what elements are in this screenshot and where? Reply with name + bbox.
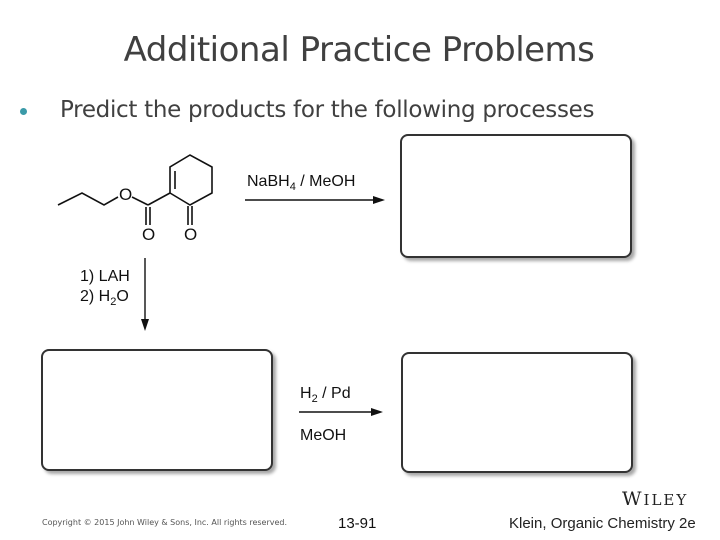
wiley-logo: WILEY [622, 488, 688, 510]
page-number: 13-91 [338, 515, 377, 532]
reaction-arrow-1 [245, 196, 385, 204]
copyright-notice: Copyright © 2015 John Wiley & Sons, Inc.… [42, 518, 288, 527]
ester-oxygen-label: O [119, 185, 132, 204]
ketone-oxygen-label: O [184, 225, 197, 244]
reagent-text: H [300, 385, 312, 402]
starting-material-structure [57, 154, 213, 225]
reagent-subscript: 2 [110, 296, 117, 309]
reagent-h2-pd: H2 / Pd [300, 385, 351, 405]
book-citation: Klein, Organic Chemistry 2e [509, 515, 696, 532]
reagent-subscript: 2 [311, 393, 318, 406]
reagent-text: / Pd [317, 385, 351, 402]
reagent-text: O [116, 288, 129, 305]
product-box-3 [401, 352, 633, 473]
product-box-2 [41, 349, 273, 471]
reagent-text: 2) H [80, 288, 111, 305]
logo-initial: W [622, 488, 644, 510]
reagent-subscript: 4 [289, 181, 296, 194]
bullet-dot-icon [20, 108, 27, 115]
reagent-text: NaBH [247, 173, 290, 190]
reagent-meoh-solvent: MeOH [300, 427, 347, 444]
product-box-1 [400, 134, 632, 258]
logo-rest: ILEY [643, 491, 689, 509]
slide-title: Additional Practice Problems [123, 30, 595, 70]
reagent-water-step: 2) H2O [80, 288, 129, 308]
bullet-text: Predict the products for the following p… [60, 97, 595, 123]
ester-carbonyl-oxygen-label: O [142, 225, 155, 244]
reagent-lah-step: 1) LAH [80, 268, 130, 285]
reaction-arrow-2 [141, 258, 149, 331]
reaction-arrow-3 [299, 408, 383, 416]
reagent-text: / MeOH [295, 173, 356, 190]
reagent-nabh4-meoh: NaBH4 / MeOH [247, 173, 355, 193]
